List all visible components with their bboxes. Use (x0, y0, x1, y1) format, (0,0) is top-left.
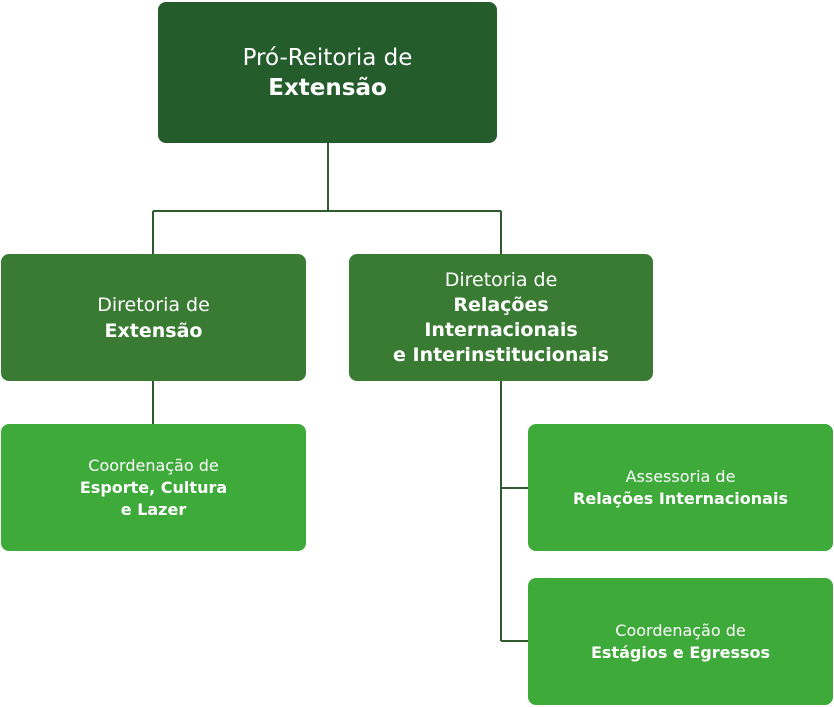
node-label-line: Diretoria de (97, 293, 210, 316)
node-diretoria-extensao: Diretoria de Extensão (1, 254, 306, 381)
node-label-line: Coordenação de (615, 620, 746, 640)
node-pro-reitoria-extensao: Pró-Reitoria de Extensão (158, 2, 497, 143)
node-coordenacao-esporte-cultura-lazer: Coordenação de Esporte, Cultura e Lazer (1, 424, 306, 551)
node-assessoria-relacoes-internacionais: Assessoria de Relações Internacionais (528, 424, 833, 551)
node-label-line: Diretoria de (444, 268, 558, 291)
node-label-line-bold: Esporte, Cultura (79, 477, 228, 497)
node-label-line: Pró-Reitoria de (242, 44, 413, 71)
node-diretoria-relacoes-internacionais: Diretoria de Relações Internacionais e I… (349, 254, 653, 381)
node-label-line-bold: Extensão (104, 319, 203, 342)
node-label-line-bold: Estágios e Egressos (590, 642, 771, 662)
node-label-line-bold: e Interinstitucionais (393, 343, 609, 366)
node-label-line-bold: e Lazer (120, 499, 187, 519)
node-label-line-bold: Extensão (268, 74, 387, 101)
node-label-line-bold: Internacionais (424, 318, 578, 341)
node-coordenacao-estagios-egressos: Coordenação de Estágios e Egressos (528, 578, 833, 705)
node-label-line-bold: Relações (453, 293, 549, 316)
node-label-line-bold: Relações Internacionais (573, 488, 788, 508)
node-label-line: Coordenação de (88, 455, 219, 475)
node-label-line: Assessoria de (625, 466, 736, 486)
